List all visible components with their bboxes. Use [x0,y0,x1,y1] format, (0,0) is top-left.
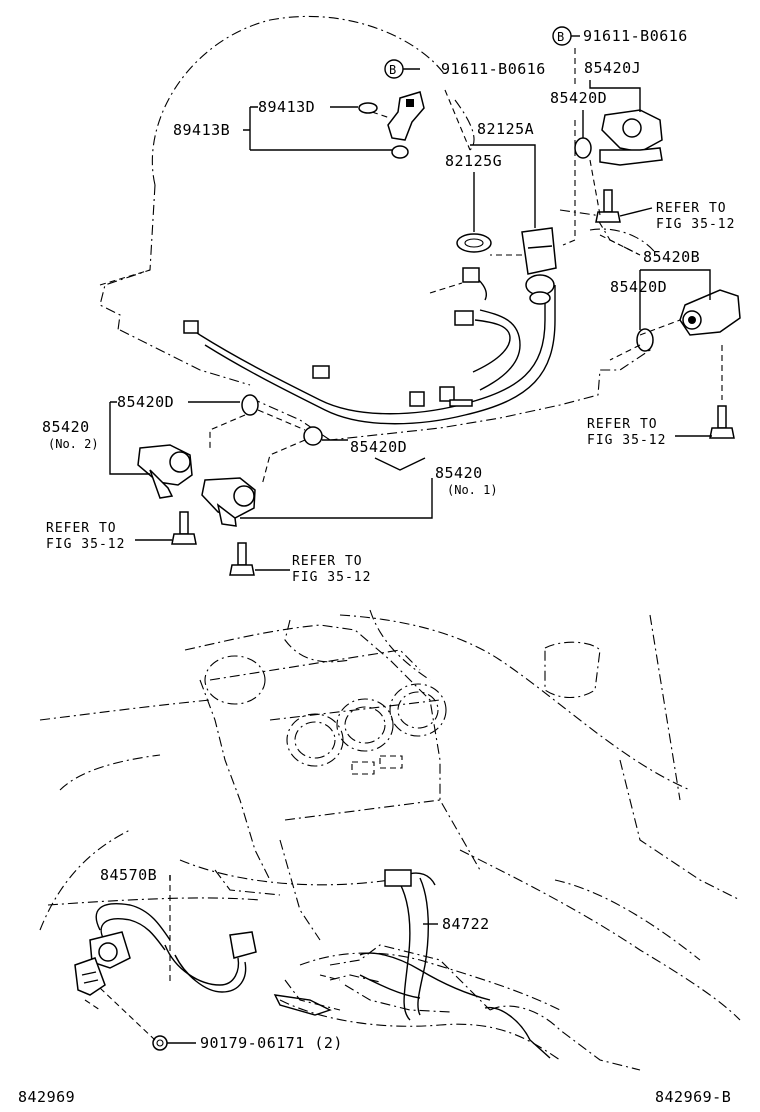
sensor-89413B [387,91,425,159]
o-ring-icon [456,233,492,253]
dashboard-outline [39,609,741,1071]
solenoid-85420-no1 [201,477,256,527]
marker-b: B [389,63,396,77]
connector-icon [409,391,425,407]
label-84570B: 84570B [100,866,157,884]
wire-harness [183,267,556,425]
label-82125G: 82125G [445,152,502,170]
label-no2: (No. 2) [48,437,99,451]
label-85420D-top: 85420D [550,89,607,107]
label-89413B: 89413B [173,121,230,139]
fig-ref-bottom: FIG 35-12 [292,570,371,585]
nut-icon [152,1035,168,1051]
bolt-icon [171,511,197,545]
refer-to-right-bottom: REFER TO [587,417,658,432]
bolt-icon [595,189,621,223]
connector-icon [454,310,474,326]
bolt-icon [709,405,735,439]
label-85420D-mid: 85420D [350,438,407,456]
label-90179: 90179-06171 (2) [200,1034,343,1052]
refer-to-left: REFER TO [46,521,117,536]
refer-to-right-top: REFER TO [656,201,727,216]
solenoid-85420-no2 [137,444,193,499]
label-91611-right: 91611-B0616 [583,27,688,45]
o-ring-icon [303,426,323,446]
fig-ref-left: FIG 35-12 [46,537,125,552]
connector-icon [439,386,455,402]
solenoid-85420J [599,109,663,166]
connector-icon [449,399,473,407]
o-ring-icon [636,328,654,352]
connector-icon [462,267,480,283]
fig-ref-right-top: FIG 35-12 [656,217,735,232]
o-ring-icon [574,137,592,159]
marker-b: B [557,30,564,44]
connector-icon [183,320,199,334]
label-82125A: 82125A [477,120,534,138]
o-ring-icon [358,102,378,114]
figure-code-left: 842969 [18,1088,75,1106]
label-89413D: 89413D [258,98,315,116]
label-85420D-right: 85420D [610,278,667,296]
label-85420J: 85420J [584,59,641,77]
label-no1: (No. 1) [447,483,498,497]
figure-code-right: 842969-B [655,1088,731,1106]
switch-84570B [74,903,257,996]
label-84722: 84722 [442,915,490,933]
speed-sensor-82125A [521,227,557,305]
bolt-icon [229,542,255,576]
label-85420D-left: 85420D [117,393,174,411]
refer-to-bottom: REFER TO [292,554,363,569]
o-ring-icon [241,394,259,416]
connector-icon [312,365,330,379]
air-vents [204,655,447,775]
label-85420-no1: 85420 [435,464,483,482]
fig-ref-right-bottom: FIG 35-12 [587,433,666,448]
label-91611-left: 91611-B0616 [441,60,546,78]
shift-cable-84722 [359,869,491,1021]
solenoid-85420B [679,289,741,336]
transmission-outline [99,15,661,441]
center-console [273,944,551,1059]
connector-icon [384,869,412,887]
label-85420-no2: 85420 [42,418,90,436]
label-85420B: 85420B [643,248,700,266]
